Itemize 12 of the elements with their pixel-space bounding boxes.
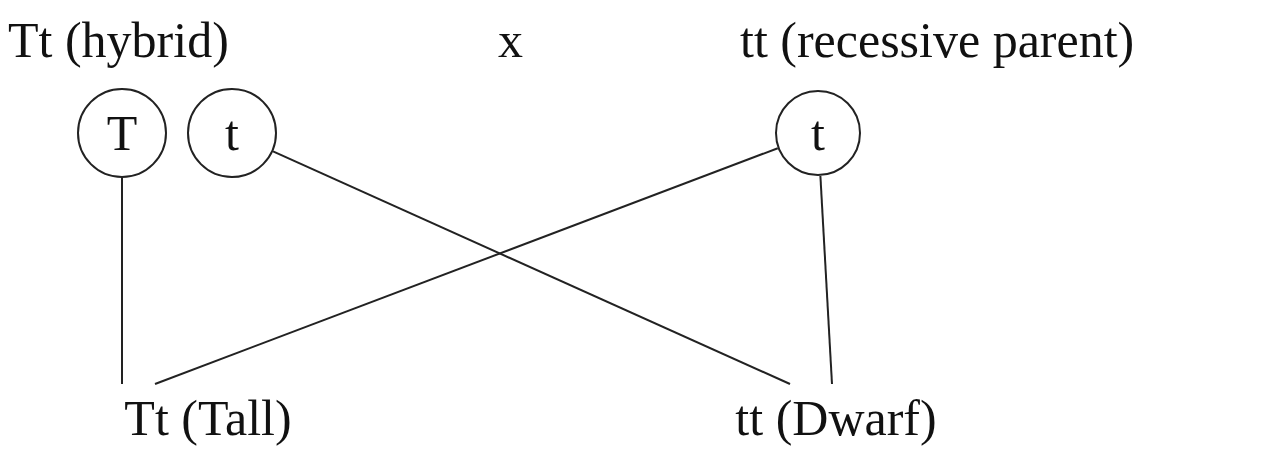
offspring-genotype: Tt (Tall) bbox=[78, 388, 338, 448]
label-text: tt (recessive parent) bbox=[740, 12, 1135, 68]
label-text: x bbox=[498, 12, 523, 68]
connector-line bbox=[154, 147, 779, 385]
allele-circle: T bbox=[77, 88, 167, 178]
connector-line bbox=[272, 150, 791, 385]
connector-line bbox=[121, 177, 123, 385]
allele-circle: t bbox=[187, 88, 277, 178]
connector-line bbox=[819, 174, 833, 385]
allele-circle: t bbox=[775, 90, 861, 176]
offspring-genotype: tt (Dwarf) bbox=[706, 388, 966, 448]
label-text: Tt (hybrid) bbox=[8, 12, 229, 68]
